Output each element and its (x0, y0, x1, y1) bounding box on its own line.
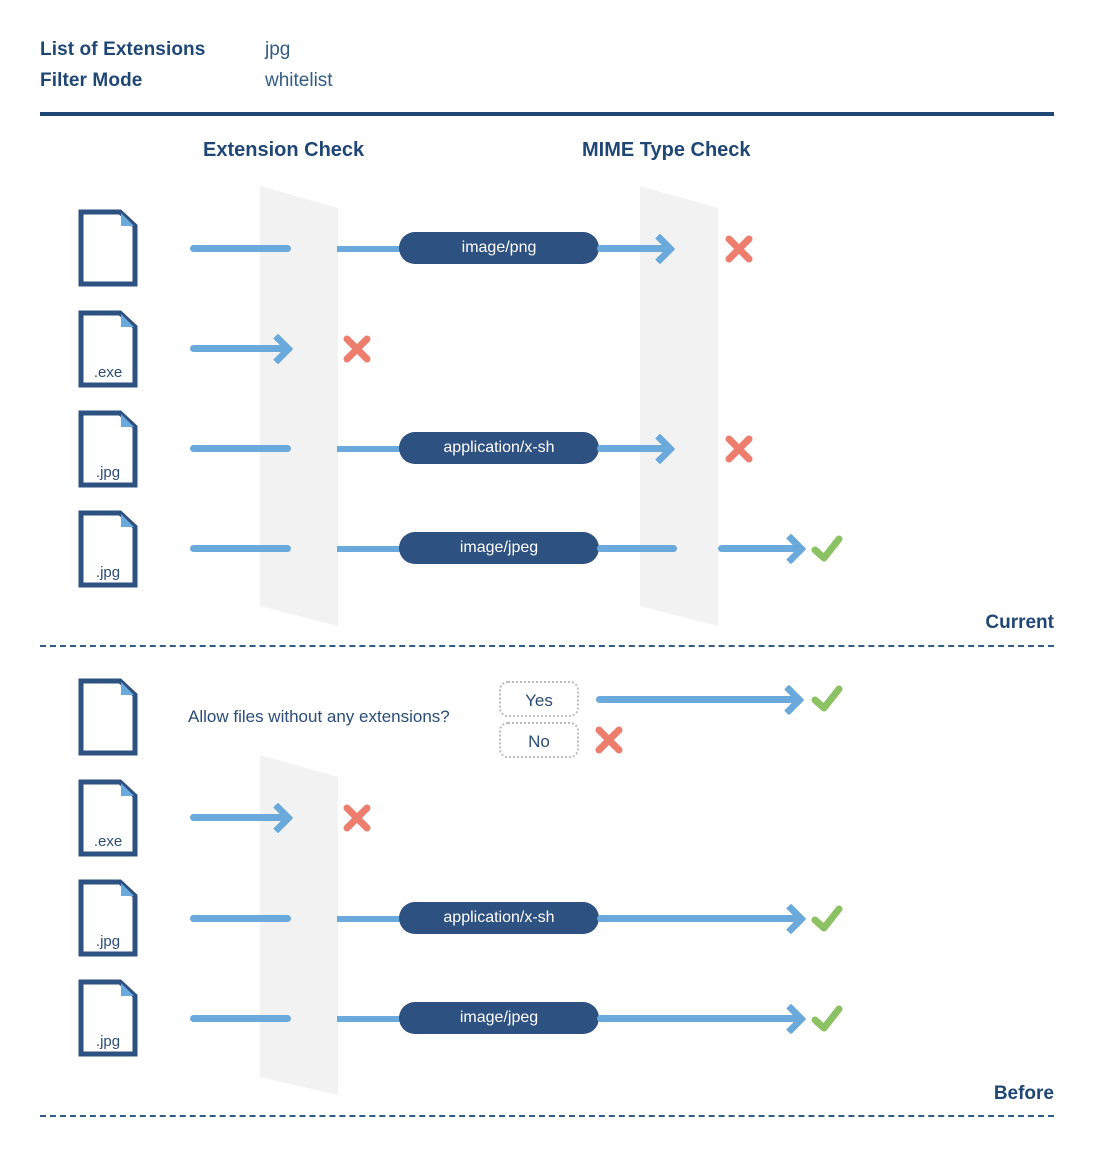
column-header-extension-check: Extension Check (203, 139, 365, 161)
extension-check-filter-before (254, 755, 338, 1095)
cross-icon (340, 332, 374, 366)
arrow-right-icon (190, 814, 285, 821)
arrow-right-icon (597, 1015, 798, 1022)
check-icon (810, 682, 844, 716)
cross-icon (722, 232, 756, 266)
section-label-before: Before (993, 1083, 1054, 1104)
header-divider (40, 112, 1054, 116)
connector-line (337, 916, 407, 922)
mime-type-pill: image/jpeg (399, 1002, 599, 1034)
connector-line (190, 1015, 291, 1022)
file-icon: .jpg (78, 410, 138, 488)
mime-type-pill: application/x-sh (399, 432, 599, 464)
mime-check-filter-current (634, 186, 718, 626)
file-icon (78, 209, 138, 287)
cross-icon (592, 723, 626, 757)
section-divider-before (40, 1115, 1054, 1117)
mime-type-pill: image/png (399, 232, 599, 264)
arrow-right-icon (597, 915, 798, 922)
file-icon: .exe (78, 310, 138, 388)
choice-no[interactable]: No (499, 722, 579, 758)
file-icon: .jpg (78, 879, 138, 957)
section-label-current: Current (985, 612, 1054, 633)
mime-type-pill: image/jpeg (399, 532, 599, 564)
column-header-mime-type-check: MIME Type Check (582, 139, 751, 161)
connector-line (190, 545, 291, 552)
connector-line (337, 446, 407, 452)
arrow-right-icon (597, 445, 667, 452)
choice-yes[interactable]: Yes (499, 681, 579, 717)
mime-type-pill: application/x-sh (399, 902, 599, 934)
connector-line (190, 445, 291, 452)
connector-line (597, 545, 677, 552)
arrow-right-icon (597, 245, 667, 252)
check-icon (810, 532, 844, 566)
connector-line (337, 1016, 407, 1022)
cross-icon (722, 432, 756, 466)
header-label-list-of-extensions: List of Extensions (40, 39, 206, 60)
question-allow-files-without-extensions: Allow files without any extensions? (188, 707, 450, 726)
arrow-right-icon (190, 345, 285, 352)
header-label-filter-mode: Filter Mode (40, 70, 143, 91)
arrow-right-icon (596, 696, 796, 703)
cross-icon (340, 801, 374, 835)
check-icon (810, 1002, 844, 1036)
connector-line (337, 546, 407, 552)
arrow-right-icon (718, 545, 798, 552)
connector-line (337, 246, 407, 252)
file-icon: .jpg (78, 510, 138, 588)
file-icon: .jpg (78, 979, 138, 1057)
extension-check-filter-current (254, 186, 338, 626)
file-icon: .exe (78, 779, 138, 857)
header-value-filter-mode: whitelist (265, 70, 333, 91)
section-divider-current (40, 645, 1054, 647)
header-value-list-of-extensions: jpg (265, 39, 291, 60)
check-icon (810, 902, 844, 936)
connector-line (190, 245, 291, 252)
file-icon (78, 678, 138, 756)
connector-line (190, 915, 291, 922)
